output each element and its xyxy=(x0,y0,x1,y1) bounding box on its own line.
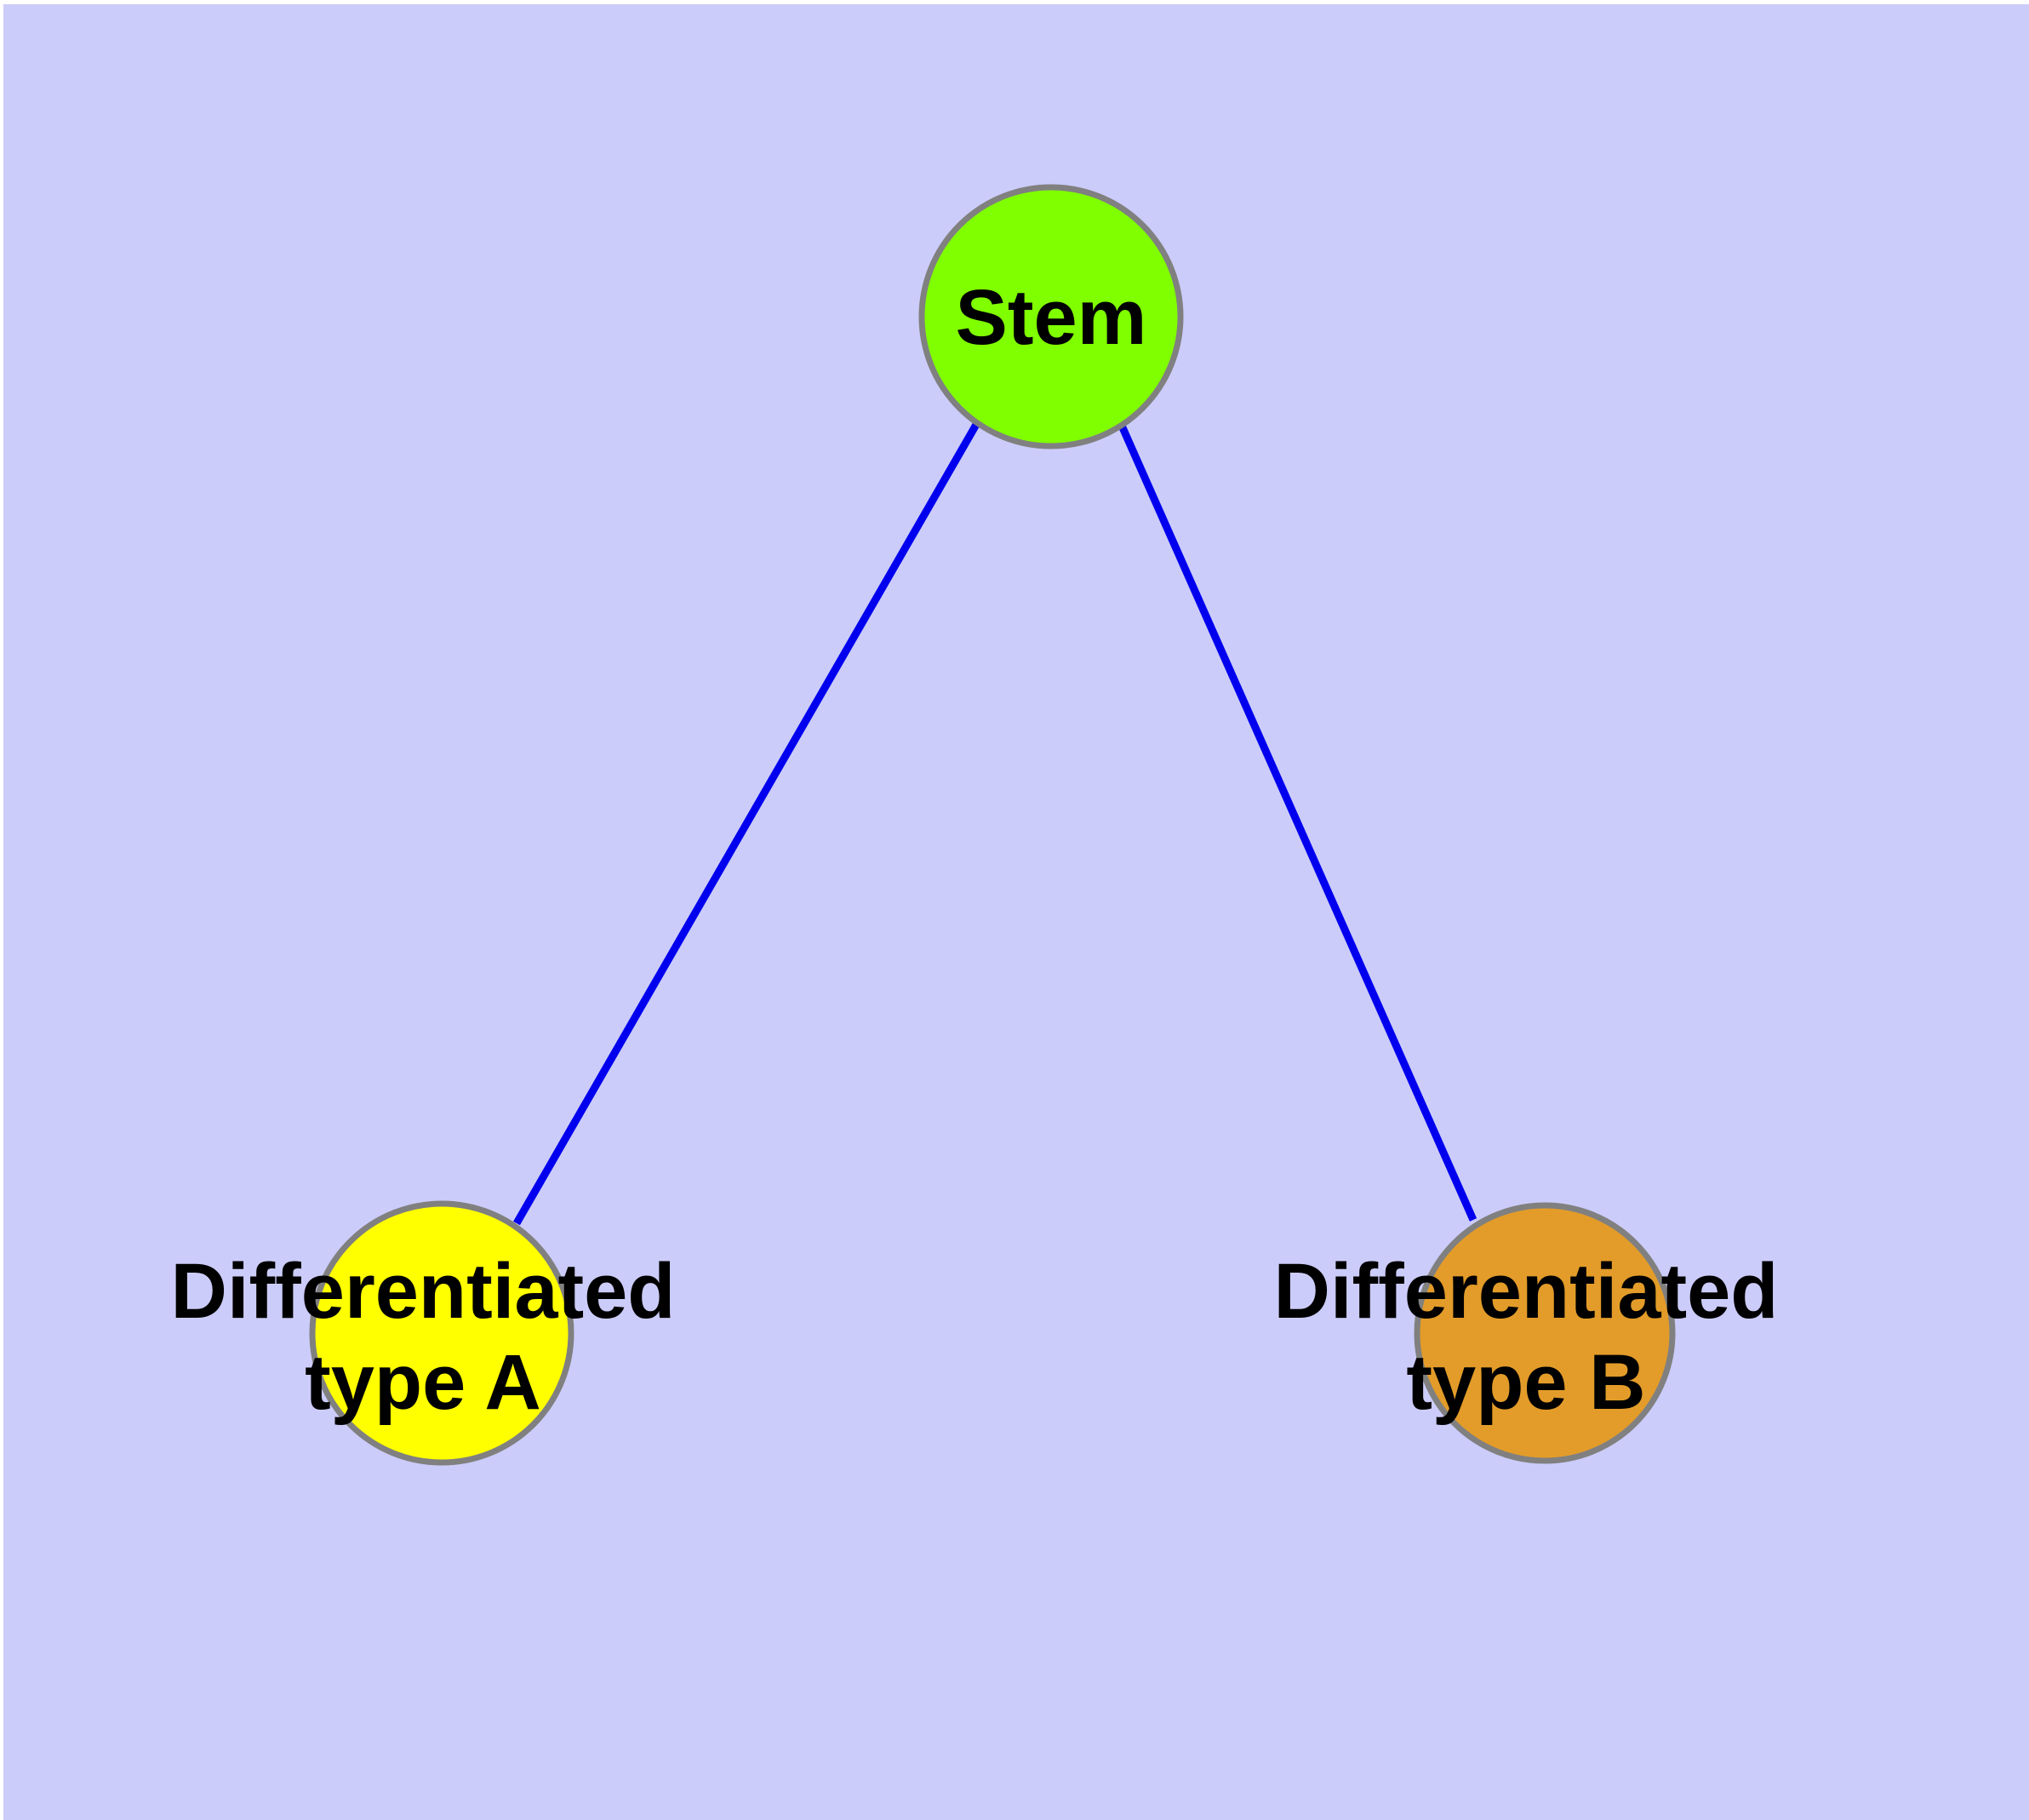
node-differentiated-type-b-label-line-1: Differentiated xyxy=(1274,1248,1779,1335)
edge-stem-to-differentiated-type-b[interactable] xyxy=(1117,424,1477,1222)
node-differentiated-type-a-label-line-2: type A xyxy=(305,1339,541,1426)
edge-layer xyxy=(513,421,1477,1226)
node-differentiated-type-b-circle[interactable] xyxy=(1414,1202,1676,1464)
node-layer: Stem Differentiated type A Differentiate… xyxy=(171,184,1779,1466)
node-differentiated-type-a-label: Differentiated type A xyxy=(171,1248,676,1426)
node-differentiated-type-a-label-line-1: Differentiated xyxy=(171,1248,676,1335)
node-stem-label-line-1: Stem xyxy=(956,274,1147,361)
node-differentiated-type-a[interactable] xyxy=(309,1200,574,1466)
node-differentiated-type-b-label-line-2: type B xyxy=(1406,1339,1645,1426)
edge-stem-to-differentiated-type-a[interactable] xyxy=(513,421,980,1226)
node-differentiated-type-b[interactable] xyxy=(1414,1202,1676,1464)
node-stem[interactable]: Stem xyxy=(918,184,1184,449)
node-differentiated-type-a-circle[interactable] xyxy=(309,1200,574,1466)
node-differentiated-type-b-label: Differentiated type B xyxy=(1274,1248,1779,1426)
node-stem-circle[interactable] xyxy=(918,184,1184,449)
